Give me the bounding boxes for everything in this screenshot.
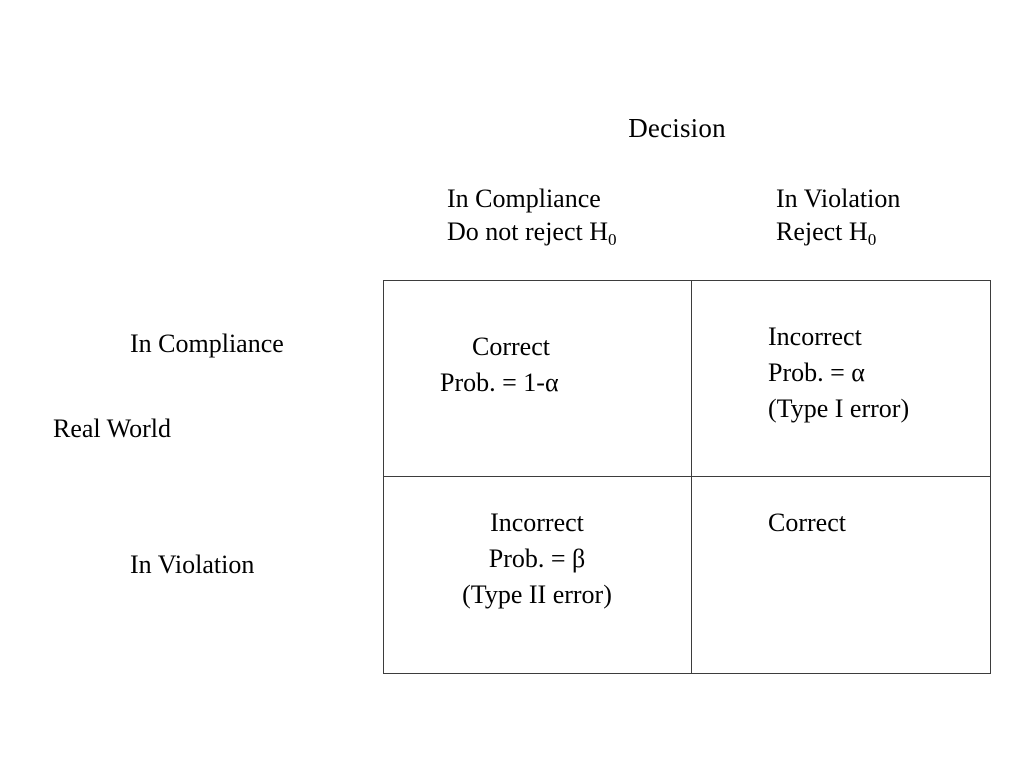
cell-violation-compliance: Incorrect Prob. = β (Type II error) (441, 505, 633, 613)
cell-compliance-violation-note: (Type I error) (768, 394, 910, 423)
cell-compliance-violation-probability: Prob. = α (768, 358, 865, 387)
column-header-in-violation: In Violation Reject H0 (776, 182, 900, 248)
matrix-vertical-divider (691, 281, 692, 673)
cell-violation-compliance-note: (Type II error) (462, 580, 612, 609)
decision-matrix: Correct Prob. = 1-α Incorrect Prob. = α … (383, 280, 991, 674)
cell-violation-compliance-outcome: Incorrect (490, 508, 584, 537)
column-header-in-compliance-action: Do not reject H0 (447, 217, 617, 249)
row-header-in-compliance: In Compliance (130, 329, 284, 358)
cell-compliance-violation: Incorrect Prob. = α (Type I error) (768, 319, 909, 427)
hypothesis-subscript: 0 (608, 229, 617, 249)
column-header-in-violation-action: Reject H0 (776, 217, 877, 249)
column-header-in-violation-name: In Violation (776, 184, 901, 213)
row-header-in-violation: In Violation (130, 550, 255, 579)
cell-violation-violation: Correct (768, 505, 846, 541)
cell-compliance-compliance-outcome: Correct (472, 332, 550, 361)
matrix-horizontal-divider (384, 476, 990, 477)
row-group-label-real-world: Real World (53, 414, 172, 443)
hypothesis-subscript: 0 (867, 229, 877, 249)
cell-compliance-violation-outcome: Incorrect (768, 322, 862, 351)
column-header-in-compliance: In Compliance Do not reject H0 (447, 182, 617, 248)
cell-compliance-compliance: Correct Prob. = 1-α (440, 329, 559, 401)
cell-compliance-compliance-probability: Prob. = 1-α (440, 368, 559, 397)
column-header-in-compliance-name: In Compliance (447, 184, 601, 213)
cell-violation-violation-outcome: Correct (768, 508, 846, 537)
decision-title: Decision (628, 113, 726, 143)
cell-violation-compliance-probability: Prob. = β (488, 544, 586, 573)
